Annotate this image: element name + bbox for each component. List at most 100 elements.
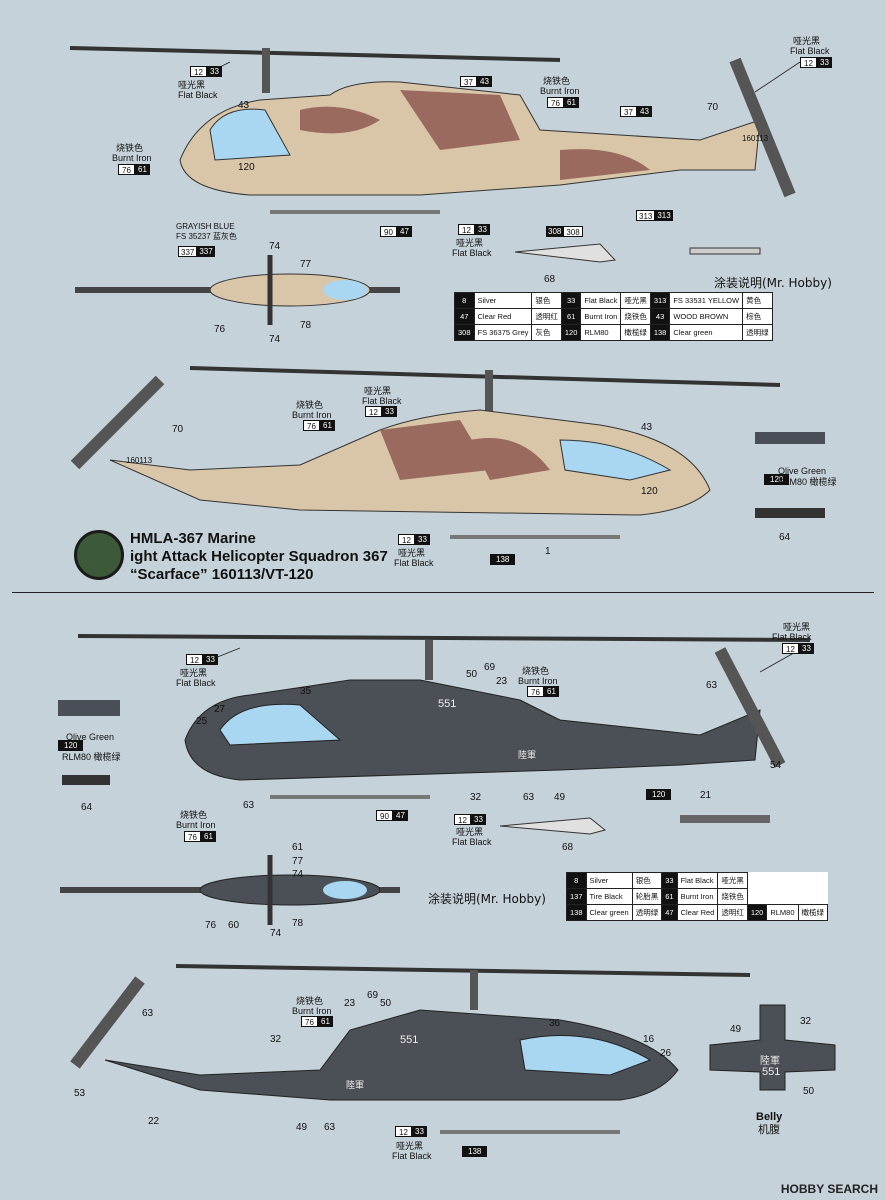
legend-code: 33 <box>661 872 678 889</box>
legend-name: Clear green <box>669 324 744 341</box>
heli-3-top <box>60 855 400 925</box>
legend-name-cn: 橄榄绿 <box>620 324 651 341</box>
section-divider <box>12 592 874 593</box>
callout-68: 68 <box>562 842 574 853</box>
label-rlm80: RLM80 橄榄绿 <box>778 477 837 487</box>
callout-69: 69 <box>367 990 379 1001</box>
legend-name: Flat Black <box>580 292 622 309</box>
label-belly-cn: 机腹 <box>758 1124 780 1136</box>
roc-number: 551 <box>438 698 457 710</box>
legend-code: 308 <box>454 324 475 341</box>
callout-70: 70 <box>707 102 719 113</box>
callout-16: 16 <box>643 1034 655 1045</box>
legend-name: Silver <box>585 872 633 889</box>
callout-43: 43 <box>238 100 250 111</box>
legend-1-title: 涂装说明(Mr. Hobby) <box>714 276 832 290</box>
legend-name-cn: 轮胎黑 <box>631 888 663 905</box>
legend-name-cn: 黄色 <box>742 292 773 309</box>
code-rlm80: 120 <box>646 789 672 800</box>
label-burnt-iron: Burnt Iron <box>518 676 558 686</box>
callout-76: 76 <box>214 324 226 335</box>
callout-63: 63 <box>523 792 535 803</box>
legend-name-cn: 银色 <box>531 292 562 309</box>
callout-74: 74 <box>292 869 304 880</box>
label-flat-black-cn: 哑光黑 <box>783 622 811 632</box>
label-burnt-iron-cn: 烧铁色 <box>180 810 208 820</box>
legend-name-cn: 透明红 <box>531 308 562 325</box>
callout-60: 60 <box>228 920 240 931</box>
callout-1: 1 <box>545 546 551 557</box>
nose-number: 120 <box>641 486 658 497</box>
label-burnt-iron: Burnt Iron <box>292 410 332 420</box>
label-burnt-iron-cn: 烧铁色 <box>296 996 324 1006</box>
legend-name-cn: 透明绿 <box>631 904 663 921</box>
roc-insignia: 陸軍 <box>518 750 537 760</box>
heli-1-top <box>75 255 400 325</box>
callout-32: 32 <box>470 792 482 803</box>
legend-name-cn: 透明红 <box>717 904 748 921</box>
legend-name: Burnt Iron <box>580 308 622 325</box>
callout-77: 77 <box>292 856 304 867</box>
heli-2-desert <box>70 366 825 539</box>
label-olive-green: Olive Green <box>66 732 115 742</box>
label-flat-black: Flat Black <box>392 1151 432 1161</box>
callout-69: 69 <box>484 662 496 673</box>
roc-number: 551 <box>400 1034 419 1046</box>
legend-name: FS 36375 Grey <box>473 324 533 341</box>
callout-49: 49 <box>296 1122 308 1133</box>
legend-name: Burnt Iron <box>676 888 719 905</box>
callout-63: 63 <box>142 1008 154 1019</box>
legend-name: RLM80 <box>580 324 622 341</box>
label-burnt-iron-cn: 烧铁色 <box>296 400 324 410</box>
callout-43: 43 <box>641 422 653 433</box>
callout-77: 77 <box>300 259 312 270</box>
legend-name-cn: 烧铁色 <box>717 888 748 905</box>
legend-name: Tire Black <box>585 888 633 905</box>
code-rlm80: 120 <box>58 740 84 751</box>
callout-64: 64 <box>81 802 93 813</box>
label-olive-green: Olive Green <box>778 466 827 476</box>
legend-code: 43 <box>649 308 671 325</box>
legend-name: Silver <box>473 292 533 309</box>
label-burnt-iron: Burnt Iron <box>292 1006 332 1016</box>
label-burnt-iron-cn: 烧铁色 <box>543 76 571 86</box>
squadron-line-1: HMLA-367 Marine <box>130 530 256 547</box>
callout-49: 49 <box>730 1024 742 1035</box>
label-burnt-iron: Burnt Iron <box>540 86 580 96</box>
code-clear-green: 138 <box>490 554 516 565</box>
nose-number: 120 <box>238 162 255 173</box>
label-flat-black-cn: 哑光黑 <box>793 36 821 46</box>
legend-name-cn: 橄榄绿 <box>797 904 829 921</box>
legend-code: 120 <box>746 904 768 921</box>
callout-21: 21 <box>700 790 712 801</box>
roc-insignia: 陸軍 <box>346 1080 365 1090</box>
label-flat-black: Flat Black <box>452 248 492 258</box>
heli-3-grey <box>58 634 811 835</box>
callout-25: 25 <box>196 716 208 727</box>
legend-name-cn: 银色 <box>631 872 663 889</box>
legend-2-title: 涂装说明(Mr. Hobby) <box>428 892 546 906</box>
legend-code: 138 <box>566 904 587 921</box>
legend-code: 47 <box>454 308 475 325</box>
label-burnt-iron-cn: 烧铁色 <box>116 143 144 153</box>
legend-code: 313 <box>649 292 671 309</box>
label-flat-black: Flat Black <box>790 46 830 56</box>
label-flat-black-cn: 哑光黑 <box>456 827 484 837</box>
roc-insignia: 陸軍 <box>760 1056 780 1067</box>
label-grayish-blue: GRAYISH BLUE <box>176 222 235 231</box>
callout-61: 61 <box>292 842 304 853</box>
legend-name-cn: 灰色 <box>531 324 562 341</box>
